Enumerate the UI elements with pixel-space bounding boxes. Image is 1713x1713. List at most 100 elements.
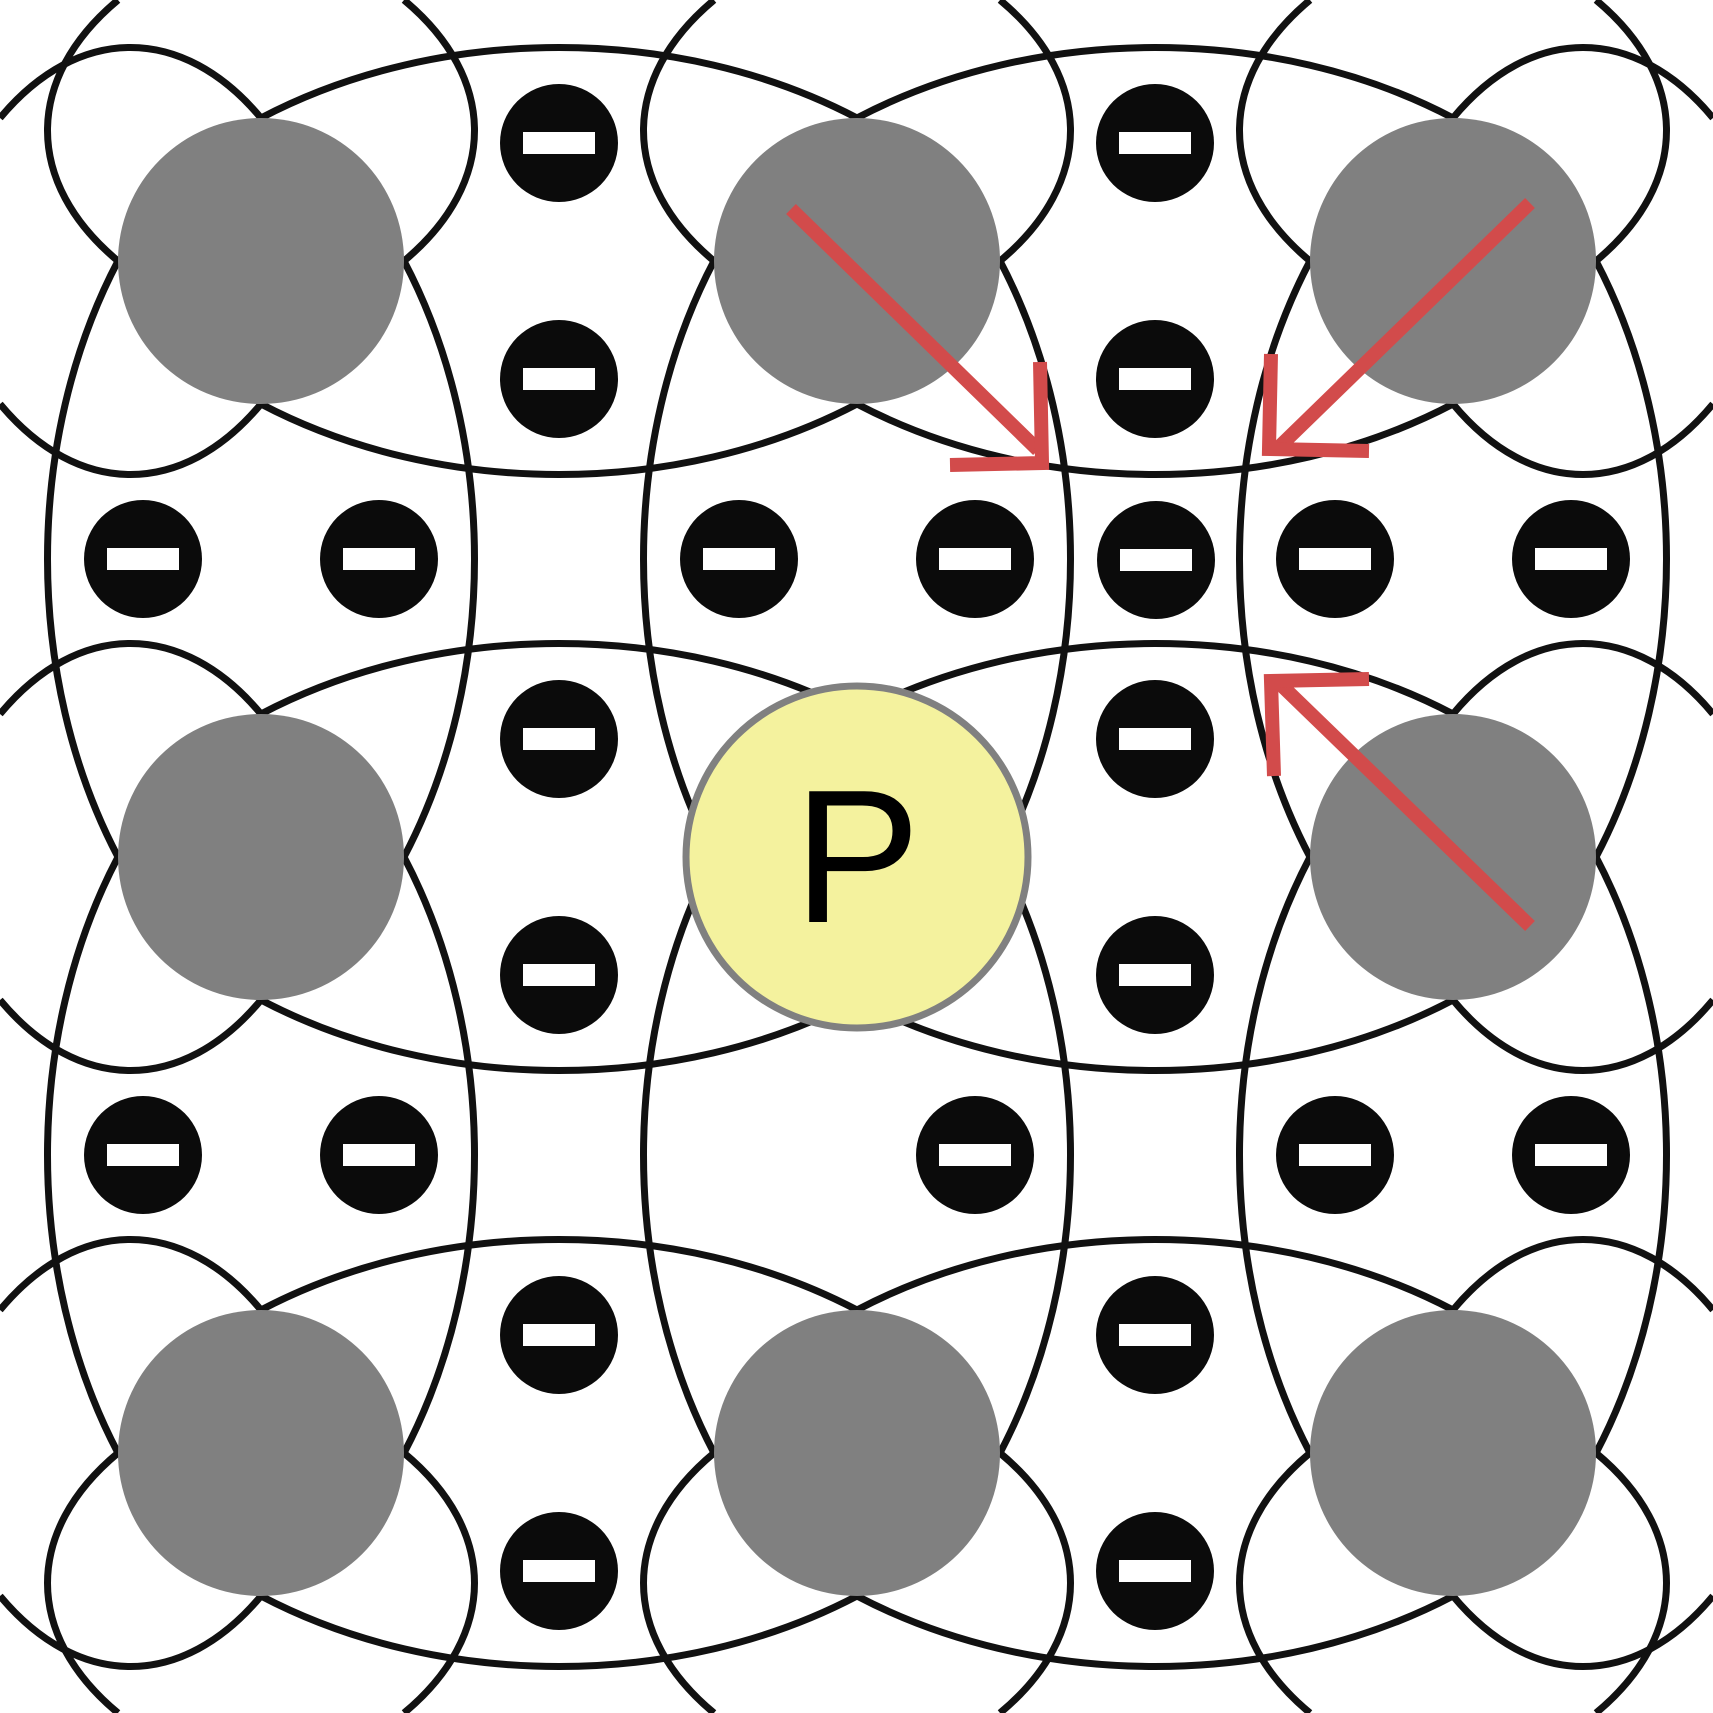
electron [500, 680, 618, 798]
silicon-atom [714, 118, 1000, 404]
minus-sign-icon [1119, 1324, 1191, 1346]
electron [1096, 84, 1214, 202]
bond-line [1593, 0, 1670, 264]
electron [1097, 501, 1215, 619]
minus-sign-icon [523, 964, 595, 986]
bond-line [997, 0, 1074, 264]
electron [500, 916, 618, 1034]
electron [916, 1096, 1034, 1214]
bond-electrons [84, 84, 1630, 1630]
minus-sign-icon [939, 1144, 1011, 1166]
bond-line [0, 1236, 264, 1313]
bond-line [1592, 259, 1670, 859]
electron [320, 1096, 438, 1214]
electron [84, 1096, 202, 1214]
electron [1276, 500, 1394, 618]
silicon-atom [714, 1310, 1000, 1596]
minus-sign-icon [523, 368, 595, 390]
arrow-shaft [1271, 197, 1535, 456]
bond-line [401, 0, 478, 264]
bond-line [855, 1592, 1455, 1670]
electron [1096, 680, 1214, 798]
minus-sign-icon [523, 1560, 595, 1582]
bond-line [0, 997, 264, 1074]
bond-line [44, 0, 121, 264]
bond-line [401, 1450, 478, 1713]
electron [1096, 1276, 1214, 1394]
minus-sign-icon [107, 1144, 179, 1166]
bond-line [0, 640, 264, 717]
bond-line [400, 259, 478, 859]
arrow-from-middle-right [1263, 672, 1535, 932]
bond-line [1236, 0, 1313, 264]
arrow-from-top-right [1261, 197, 1535, 458]
bond-line [259, 996, 859, 1074]
bond-line [1450, 640, 1713, 717]
silicon-atom [1310, 118, 1596, 404]
electron [1512, 500, 1630, 618]
minus-sign-icon [1120, 549, 1192, 571]
bond-line [1593, 1450, 1670, 1713]
minus-sign-icon [1119, 1560, 1191, 1582]
bond-line [1450, 44, 1713, 121]
electron [500, 84, 618, 202]
arrow-shaft [1271, 674, 1535, 932]
arrow-shaft [786, 203, 1043, 456]
bond-line [855, 44, 1455, 122]
bond-line [44, 1450, 121, 1713]
minus-sign-icon [343, 1144, 415, 1166]
bond-line [640, 1450, 717, 1713]
electron [1096, 916, 1214, 1034]
bond-line [640, 855, 718, 1455]
minus-sign-icon [523, 1324, 595, 1346]
minus-sign-icon [1299, 548, 1371, 570]
electron [1276, 1096, 1394, 1214]
minus-sign-icon [1535, 1144, 1607, 1166]
bond-line [44, 259, 122, 859]
minus-sign-icon [107, 548, 179, 570]
minus-sign-icon [1535, 548, 1607, 570]
bond-line [0, 1593, 264, 1670]
minus-sign-icon [1119, 964, 1191, 986]
bond-line [997, 1450, 1074, 1713]
bond-line [996, 259, 1074, 859]
bond-line [640, 259, 718, 859]
arrow-head-icon [1263, 672, 1370, 777]
bond-line [1450, 1236, 1713, 1313]
electron [500, 1276, 618, 1394]
minus-sign-icon [523, 728, 595, 750]
bond-line [44, 855, 122, 1455]
minus-sign-icon [523, 132, 595, 154]
bond-line [259, 640, 859, 718]
bond-line [640, 0, 717, 264]
minus-sign-icon [939, 548, 1011, 570]
electron [680, 500, 798, 618]
minus-sign-icon [1299, 1144, 1371, 1166]
bond-line [1236, 259, 1314, 859]
electron [320, 500, 438, 618]
bond-line [0, 401, 264, 478]
silicon-atom [1310, 1310, 1596, 1596]
bond-line [1450, 997, 1713, 1074]
dopant-circle [682, 682, 1032, 1032]
bond-line [400, 855, 478, 1455]
bond-line [259, 1592, 859, 1670]
electron [1096, 1512, 1214, 1630]
arrow-head-icon [1261, 353, 1370, 458]
minus-sign-icon [1119, 132, 1191, 154]
bond-line [855, 640, 1455, 718]
bond-line [1236, 1450, 1313, 1713]
bond-line [996, 855, 1074, 1455]
bond-line [855, 400, 1455, 478]
phosphorus-dopant-atom: P [682, 682, 1032, 1032]
electron [1512, 1096, 1630, 1214]
electron [916, 500, 1034, 618]
bond-line [259, 44, 859, 122]
silicon-atom [118, 118, 404, 404]
bond-line [1592, 855, 1670, 1455]
bond-line [855, 996, 1455, 1074]
bond-line [259, 400, 859, 478]
minus-sign-icon [343, 548, 415, 570]
